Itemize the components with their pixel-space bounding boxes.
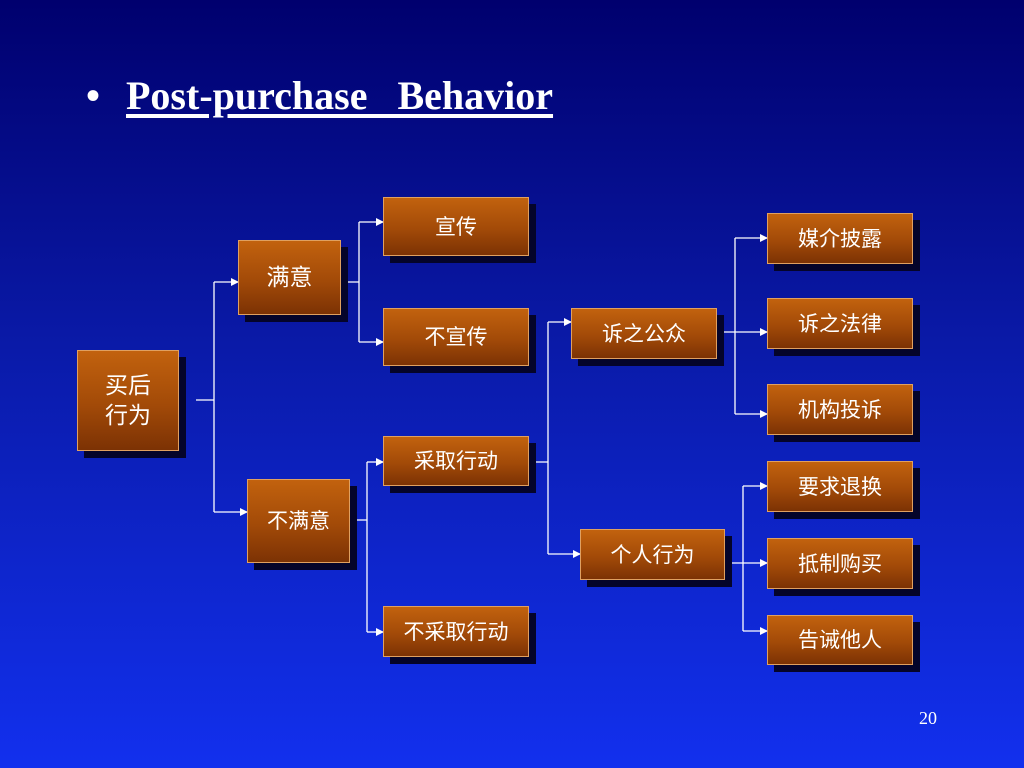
node-media-exposure: 媒介披露 [767, 213, 913, 264]
node-take-action-label: 采取行动 [414, 449, 498, 473]
node-legal-appeal: 诉之法律 [767, 298, 913, 349]
node-public-appeal-label: 诉之公众 [602, 321, 686, 346]
node-personal-action-label: 个人行为 [610, 542, 695, 567]
node-take-action: 采取行动 [383, 436, 529, 486]
node-publicize-label: 宣传 [435, 214, 477, 239]
node-publicize: 宣传 [383, 197, 529, 256]
node-agency-complaint: 机构投诉 [767, 384, 913, 435]
node-dissatisfied-label: 不满意 [267, 509, 330, 533]
node-media-exposure-label: 媒介披露 [798, 226, 882, 251]
node-warn-others: 告诫他人 [767, 615, 913, 665]
page-number: 20 [919, 708, 937, 728]
title-text: Post-purchase Behavior [126, 73, 554, 118]
node-legal-appeal-label: 诉之法律 [798, 311, 882, 336]
node-boycott: 抵制购买 [767, 538, 913, 589]
node-public-appeal: 诉之公众 [571, 308, 717, 359]
node-not-publicize: 不宣传 [383, 308, 529, 366]
node-personal-action: 个人行为 [580, 529, 725, 580]
node-satisfied: 满意 [238, 240, 341, 315]
node-no-action-label: 不采取行动 [403, 619, 509, 644]
node-demand-return: 要求退换 [767, 461, 913, 512]
node-satisfied-label: 满意 [266, 264, 313, 291]
node-agency-complaint-label: 机构投诉 [798, 397, 882, 422]
node-no-action: 不采取行动 [383, 606, 529, 657]
bullet: • [86, 73, 101, 118]
node-root: 买后 行为 [77, 350, 179, 451]
node-demand-return-label: 要求退换 [798, 474, 882, 499]
node-root-label: 买后 行为 [105, 372, 151, 429]
node-boycott-label: 抵制购买 [798, 551, 882, 576]
slide-title: • Post-purchase Behavior [86, 72, 553, 120]
node-warn-others-label: 告诫他人 [798, 628, 882, 652]
node-dissatisfied: 不满意 [247, 479, 350, 563]
node-not-publicize-label: 不宣传 [424, 325, 488, 349]
